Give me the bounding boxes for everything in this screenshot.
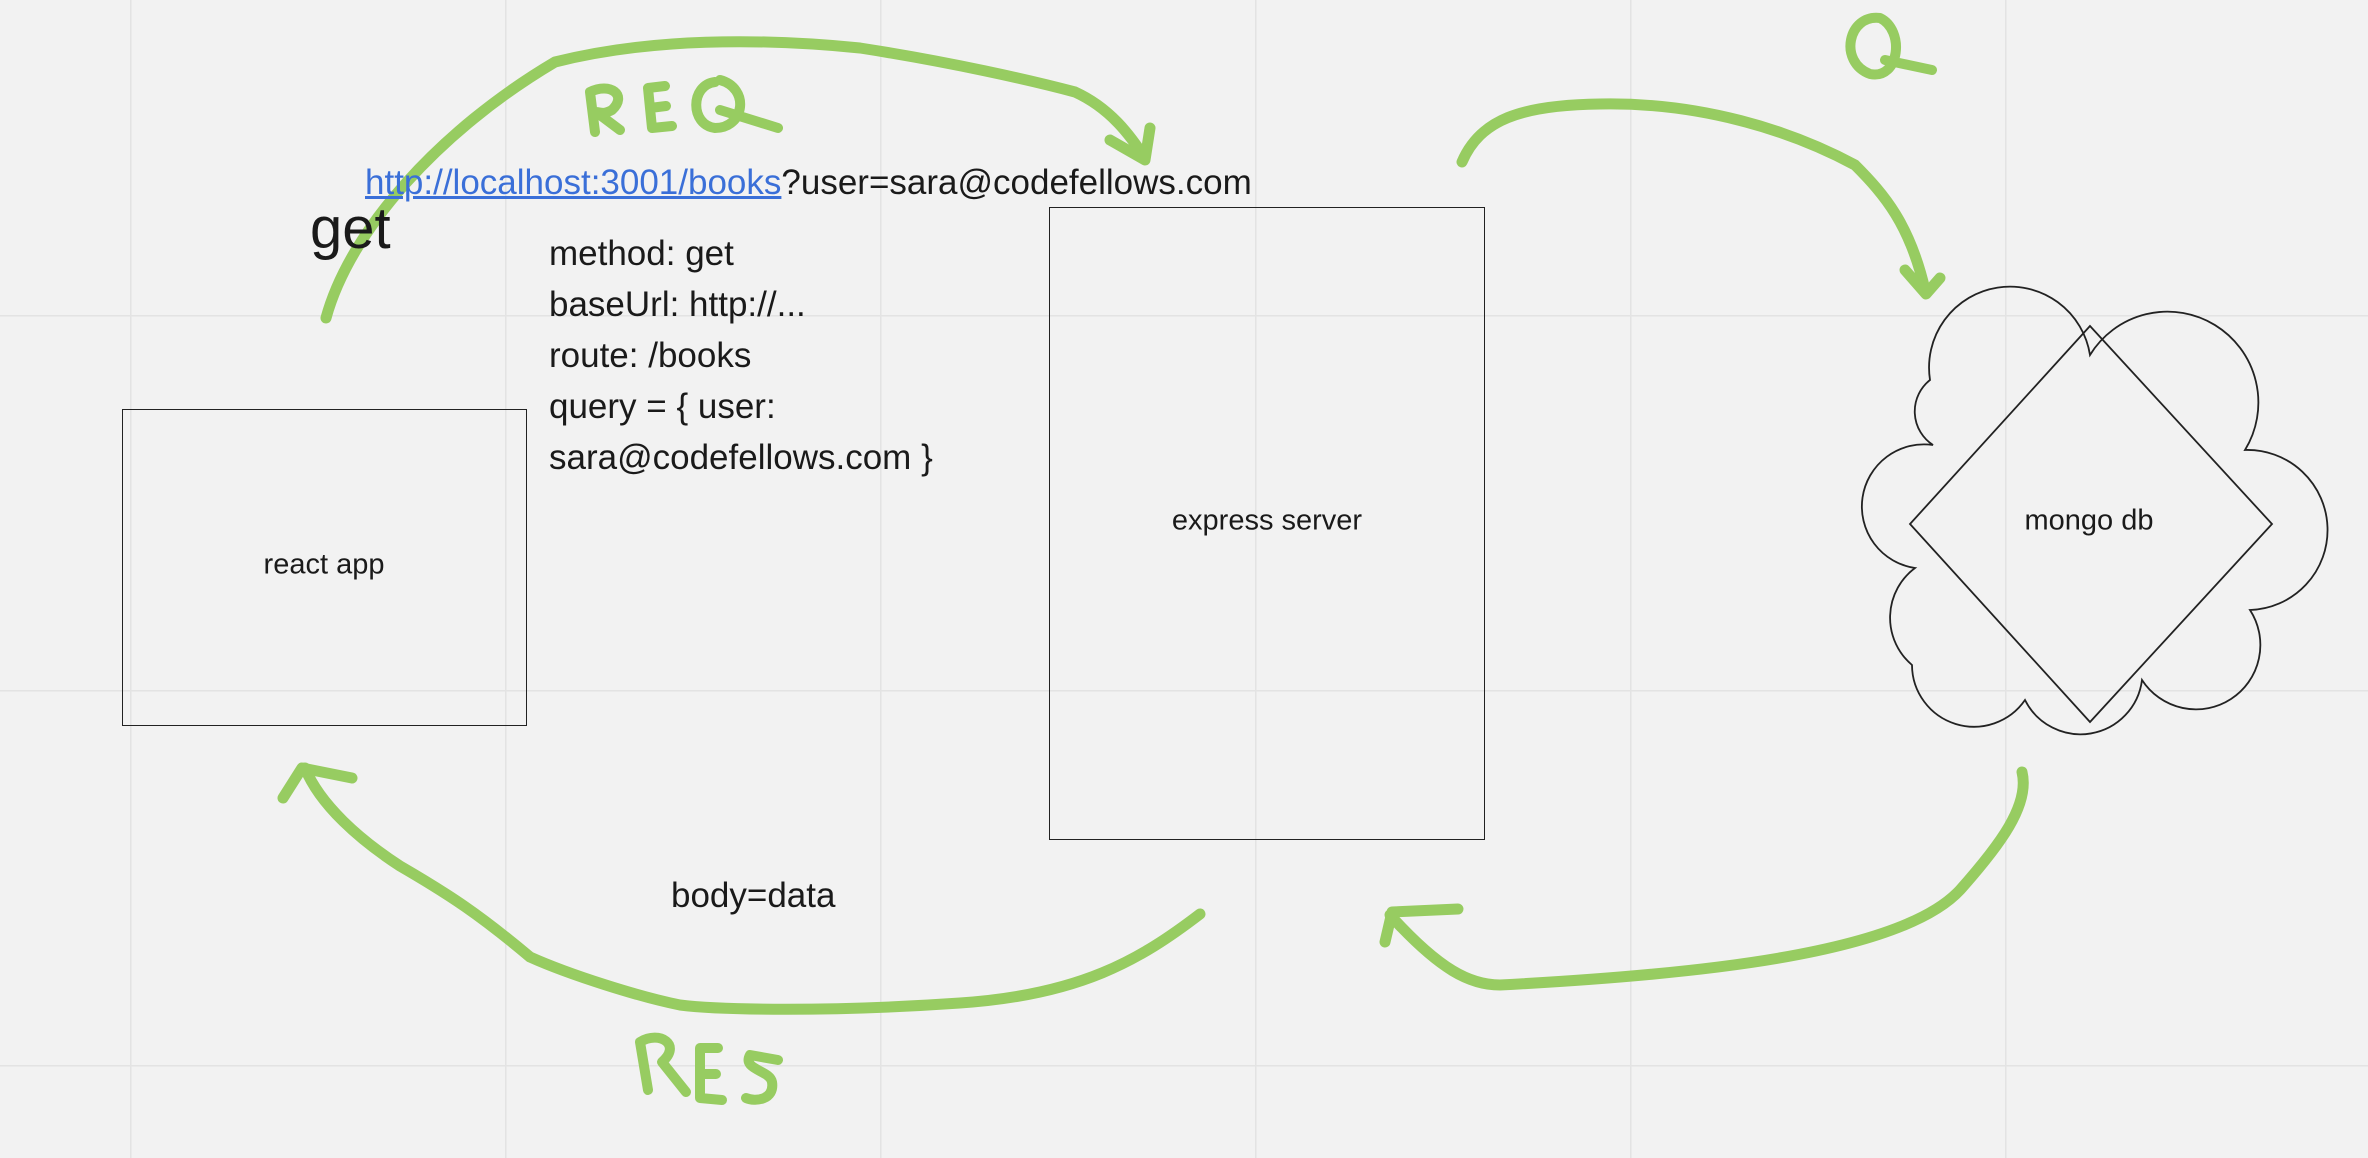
res-letter-e	[695, 1043, 727, 1105]
detail-method: method: get	[549, 234, 734, 273]
detail-query-value: sara@codefellows.com }	[549, 438, 933, 477]
db-response-arrow	[1384, 766, 2029, 991]
express-server-label: express server	[1171, 504, 1363, 537]
mongo-db-label: mongo db	[2024, 504, 2154, 537]
request-url-link[interactable]: http://localhost:3001/books	[365, 163, 782, 202]
req-arrowhead	[1104, 122, 1156, 166]
express-server-box[interactable]	[1049, 207, 1485, 840]
request-url: http://localhost:3001/books?user=sara@co…	[365, 163, 1252, 203]
req-letter-r	[585, 83, 625, 137]
req-letter-e	[643, 81, 677, 133]
response-body: body=data	[671, 876, 836, 915]
q-letter	[1845, 12, 1937, 80]
req-arrow	[320, 36, 1151, 324]
detail-route: route: /books	[549, 336, 752, 375]
res-letter-s	[741, 1050, 783, 1105]
request-url-query: ?user=sara@codefellows.com	[781, 163, 1252, 202]
detail-query: query = { user:	[549, 387, 776, 426]
method-word: get	[310, 196, 391, 261]
req-letter-q	[691, 75, 783, 133]
detail-baseurl: baseUrl: http://...	[549, 285, 806, 324]
res-arrowhead	[277, 762, 358, 804]
res-letter-r	[635, 1032, 691, 1097]
q-arrow	[1456, 98, 1931, 296]
react-app-box[interactable]	[122, 409, 527, 726]
res-arrow	[299, 762, 1206, 1015]
db-response-arrowhead	[1379, 903, 1464, 948]
react-app-label: react app	[263, 548, 385, 581]
request-details: method: get baseUrl: http://... route: /…	[549, 228, 933, 483]
